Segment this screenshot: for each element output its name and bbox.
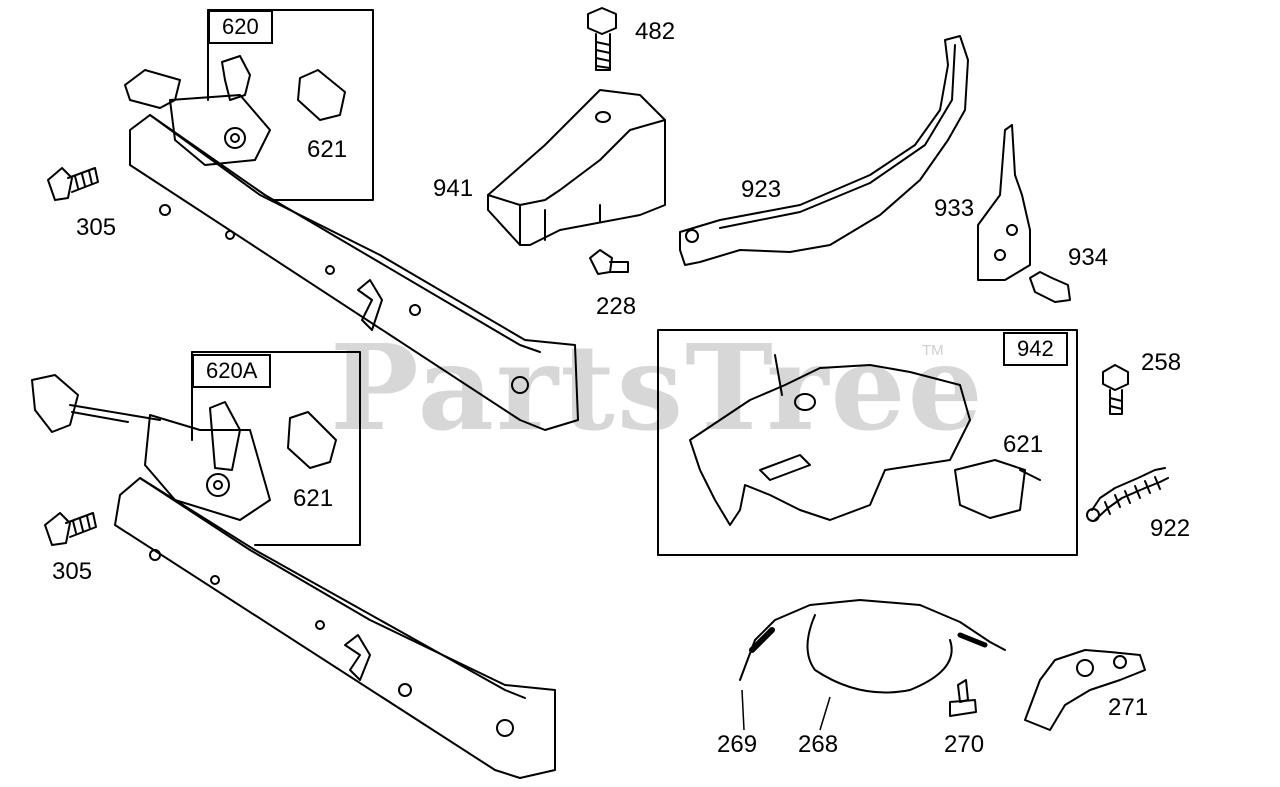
callout-941: 941 bbox=[433, 175, 474, 202]
callout-268: 268 bbox=[798, 731, 839, 758]
arm-271 bbox=[1024, 649, 1146, 731]
callout-933: 933 bbox=[934, 195, 975, 222]
callout-482: 482 bbox=[635, 18, 676, 45]
upper-control-bracket bbox=[124, 69, 579, 431]
callout-258: 258 bbox=[1141, 349, 1182, 376]
callout-270: 270 bbox=[944, 731, 985, 758]
bracket-933 bbox=[977, 124, 1031, 281]
throttle-cable-268 bbox=[739, 599, 1006, 694]
callout-621-upper: 621 bbox=[307, 136, 348, 163]
partstree-watermark: PartsTree bbox=[330, 318, 985, 457]
kit-942-frame bbox=[657, 329, 1078, 556]
bolt-258 bbox=[1102, 364, 1129, 415]
kit-942-label: 942 bbox=[1003, 332, 1068, 366]
cover-941 bbox=[487, 89, 666, 246]
callout-228: 228 bbox=[596, 293, 637, 320]
kit-620a-label: 620A bbox=[192, 354, 272, 388]
screw-228 bbox=[589, 249, 629, 275]
screw-934 bbox=[1029, 271, 1071, 303]
governor-link-923 bbox=[679, 35, 969, 266]
kit-620a-frame bbox=[191, 351, 361, 546]
callout-922: 922 bbox=[1150, 515, 1191, 542]
callout-269: 269 bbox=[717, 731, 758, 758]
trademark-mark: TM bbox=[922, 342, 944, 359]
callout-305-upper: 305 bbox=[76, 214, 117, 241]
callout-621-lower: 621 bbox=[293, 485, 334, 512]
callout-271: 271 bbox=[1108, 694, 1149, 721]
screw-305-upper bbox=[47, 167, 99, 201]
lower-control-bracket bbox=[31, 374, 556, 779]
screw-305-lower bbox=[44, 512, 97, 546]
callout-621-kit942: 621 bbox=[1003, 431, 1044, 458]
kit-620-label: 620 bbox=[208, 10, 273, 44]
bolt-482 bbox=[587, 7, 617, 71]
callout-305-lower: 305 bbox=[52, 558, 93, 585]
callout-934: 934 bbox=[1068, 244, 1109, 271]
spring-922 bbox=[1086, 467, 1169, 522]
callout-923: 923 bbox=[741, 176, 782, 203]
screw-270 bbox=[949, 679, 977, 717]
